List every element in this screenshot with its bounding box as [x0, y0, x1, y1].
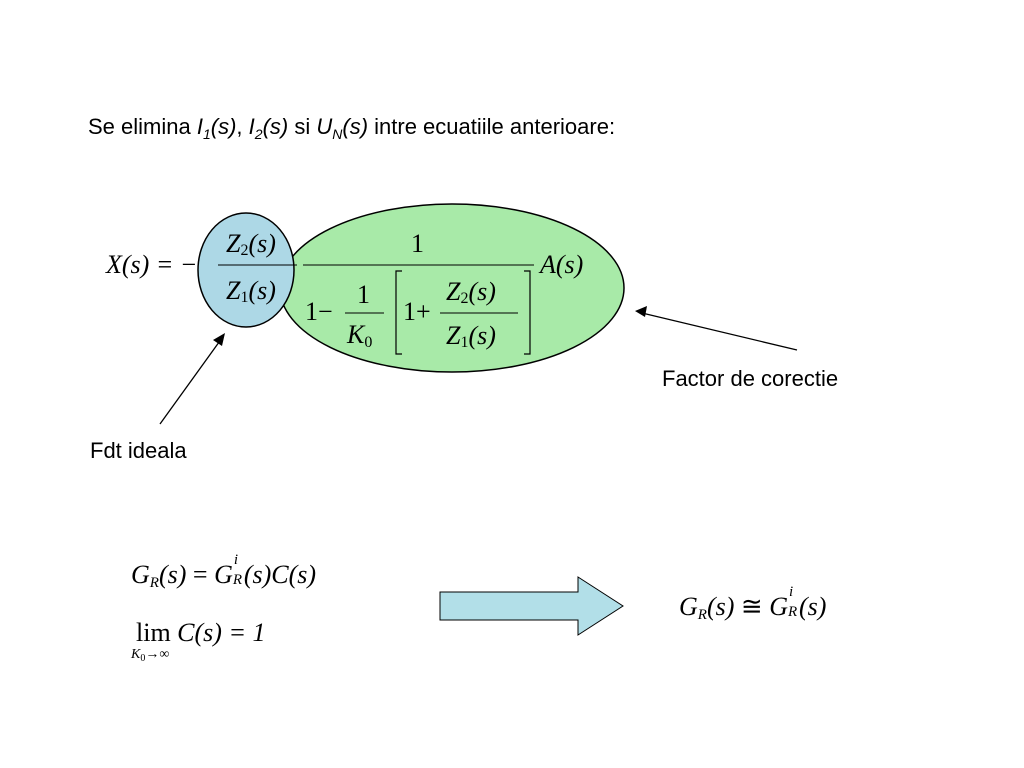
- eq-inner-z1: Z1(s): [446, 321, 496, 351]
- page-heading: Se elimina I1(s), I2(s) si UN(s) intre e…: [88, 114, 616, 142]
- eq-lhs: X(s) = −: [106, 250, 198, 279]
- eq-limit: lim C(s) = 1: [136, 618, 266, 647]
- implication-block-arrow: [439, 576, 624, 636]
- correction-pointer-line: [641, 312, 798, 351]
- eq-limit-condition: K0→∞: [131, 647, 170, 664]
- eq-z1-den: Z1(s): [226, 276, 276, 306]
- bracket-right: [524, 270, 531, 355]
- eq-k0: K0: [347, 320, 373, 351]
- eq-k-numerator: 1: [357, 280, 370, 309]
- eq-a-of-s: A(s): [540, 250, 584, 279]
- eq-one-plus: 1+: [403, 297, 431, 326]
- eq-z2-num: Z2(s): [226, 229, 276, 259]
- ideal-transfer-ellipse: [197, 212, 295, 328]
- ideal-transfer-label: Fdt ideala: [90, 438, 187, 463]
- eq-main-numerator: 1: [411, 229, 424, 258]
- eq-inner-z2: Z2(s): [446, 277, 496, 307]
- correction-factor-label: Factor de corectie: [662, 366, 839, 391]
- bracket-left: [395, 270, 402, 355]
- eq-one-minus: 1−: [305, 297, 333, 326]
- correction-pointer-arrowhead-icon: [635, 306, 647, 317]
- ideal-pointer-arrowhead-icon: [213, 333, 225, 346]
- ideal-pointer-line: [159, 337, 223, 425]
